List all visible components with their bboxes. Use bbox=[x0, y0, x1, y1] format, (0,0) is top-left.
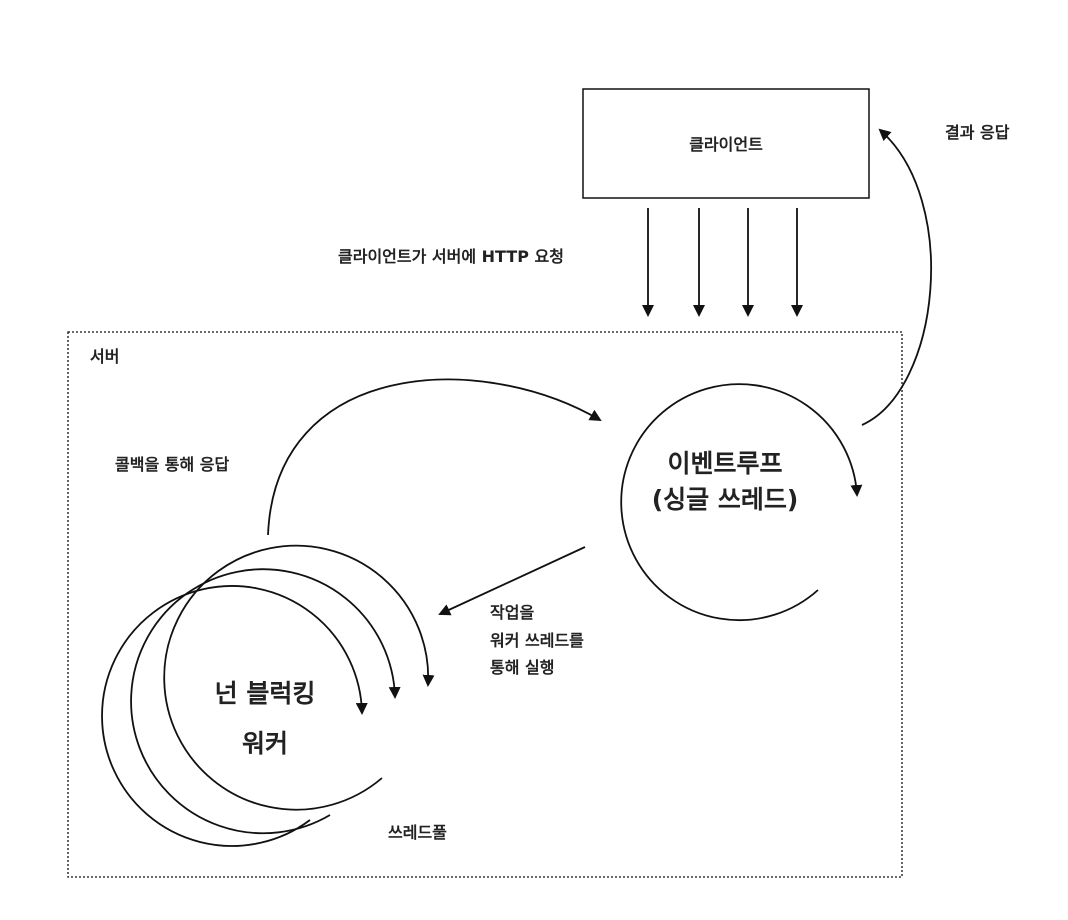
thread-pool-label: 쓰레드풀 bbox=[388, 823, 447, 842]
result-response-arrow bbox=[861, 128, 932, 426]
dispatch-label-1: 작업을 bbox=[490, 603, 534, 622]
event-loop-sublabel: (싱글 쓰레드) bbox=[652, 485, 799, 514]
worker-thread-circles bbox=[101, 544, 435, 847]
http-request-label: 클라이언트가 서버에 HTTP 요청 bbox=[338, 247, 564, 266]
worker-circle bbox=[101, 585, 368, 847]
worker-circle bbox=[163, 544, 435, 811]
worker-label: 넌 블럭킹 bbox=[215, 679, 316, 708]
dispatch-label-3: 통해 실행 bbox=[490, 658, 554, 677]
event-loop-label: 이벤트루프 bbox=[667, 449, 782, 478]
dispatch-arrow bbox=[438, 546, 586, 616]
request-arrows bbox=[642, 208, 803, 317]
server-label: 서버 bbox=[90, 347, 119, 366]
callback-arrow bbox=[267, 378, 602, 536]
worker-circle bbox=[130, 568, 401, 835]
result-response-label: 결과 응답 bbox=[945, 123, 1010, 142]
client-label: 클라이언트 bbox=[689, 135, 763, 154]
client-box: 클라이언트 bbox=[582, 88, 870, 199]
callback-response-label: 콜백을 통해 응답 bbox=[115, 455, 229, 474]
event-loop-circle bbox=[620, 383, 863, 622]
dispatch-label-2: 워커 쓰레드를 bbox=[490, 631, 584, 650]
server-boundary bbox=[67, 331, 903, 878]
worker-sublabel: 워커 bbox=[242, 729, 288, 758]
